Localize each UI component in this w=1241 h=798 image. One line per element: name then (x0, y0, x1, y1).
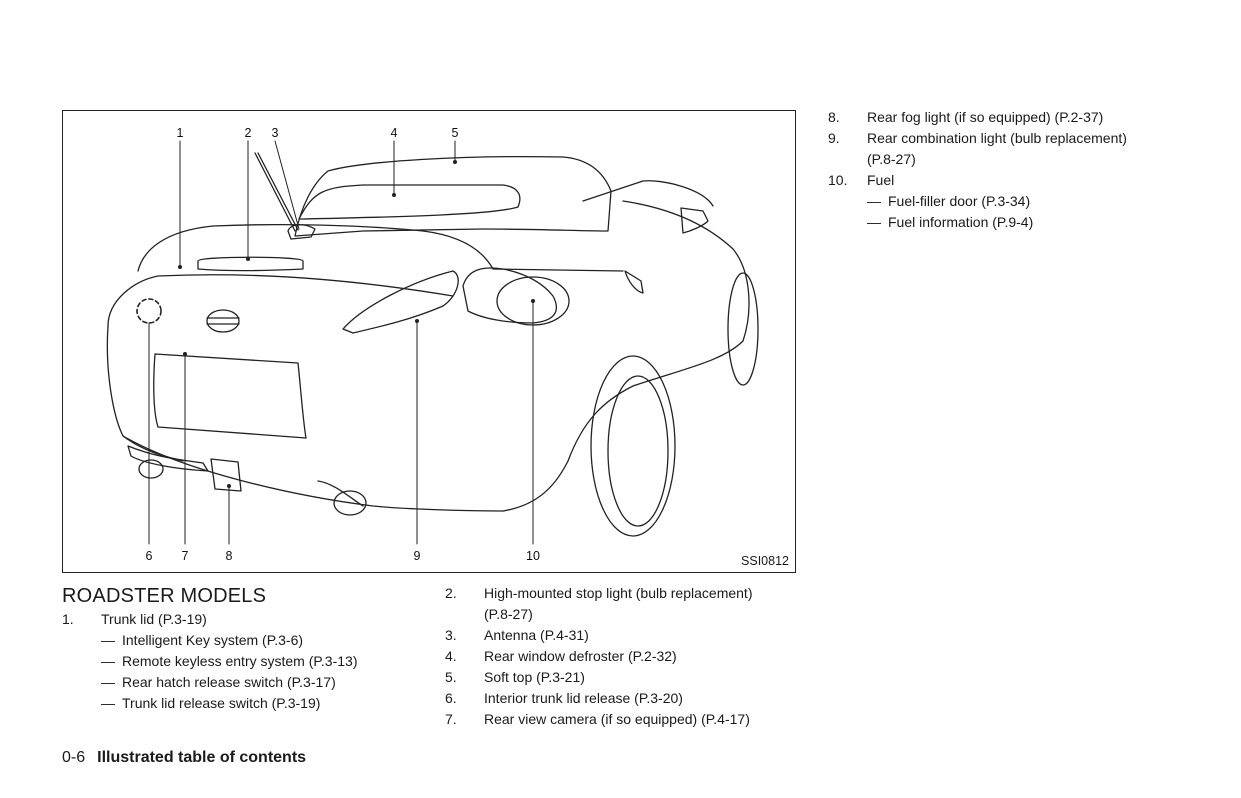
left-list: 1. Trunk lid (P.3-19) — Intelligent Key s… (62, 609, 422, 714)
list-item: 8. Rear fog light (if so equipped) (P.2-3… (828, 107, 1208, 128)
item-number: 2. (445, 585, 457, 601)
dash: — (867, 214, 881, 230)
item-number: 9. (828, 130, 840, 146)
item-number: 3. (445, 627, 457, 643)
dash: — (867, 193, 881, 209)
figure-code: SSI0812 (741, 554, 789, 568)
callout-5: 5 (451, 126, 459, 140)
item-label: Soft top (P.3-21) (484, 669, 585, 685)
sub-item-label: Intelligent Key system (P.3-6) (122, 632, 304, 648)
item-label: Interior trunk lid release (P.3-20) (484, 690, 683, 706)
item-label: Fuel (867, 172, 895, 188)
item-label: Rear fog light (if so equipped) (P.2-37) (867, 109, 1104, 125)
callout-8: 8 (225, 549, 233, 563)
callout-4: 4 (390, 126, 398, 140)
list-item: 9. Rear combination light (bulb replacem… (828, 128, 1208, 170)
callout-6: 6 (145, 549, 153, 563)
list-item: 3. Antenna (P.4-31) (445, 625, 805, 646)
list-item: 4. Rear window defroster (P.2-32) (445, 646, 805, 667)
middle-list: 2. High-mounted stop light (bulb replace… (445, 583, 805, 730)
item-label: Antenna (P.4-31) (484, 627, 589, 643)
callout-7: 7 (181, 549, 189, 563)
item-label: Rear view camera (if so equipped) (P.4-1… (484, 711, 750, 727)
dash: — (101, 632, 115, 648)
item-label: Rear window defroster (P.2-32) (484, 648, 677, 664)
item-number: 6. (445, 690, 457, 706)
sub-item: — Trunk lid release switch (P.3-19) (62, 693, 422, 714)
sub-item-label: Trunk lid release switch (P.3-19) (122, 695, 321, 711)
item-label-continued: (P.8-27) (484, 606, 533, 622)
item-number: 8. (828, 109, 840, 125)
item-number: 10. (828, 172, 848, 188)
page-number: 0-6 (62, 749, 86, 766)
list-item: 10. Fuel (828, 170, 1208, 191)
callout-3: 3 (271, 126, 279, 140)
item-number: 1. (62, 611, 74, 627)
callout-10: 10 (526, 549, 540, 563)
roadster-rear-drawing (106, 140, 759, 545)
list-item: 6. Interior trunk lid release (P.3-20) (445, 688, 805, 709)
sub-item: — Intelligent Key system (P.3-6) (62, 630, 422, 651)
dash: — (101, 695, 115, 711)
item-label-continued: (P.8-27) (867, 151, 916, 167)
sub-item-label: Remote keyless entry system (P.3-13) (122, 653, 358, 669)
sub-item: — Rear hatch release switch (P.3-17) (62, 672, 422, 693)
section-heading: ROADSTER MODELS (62, 585, 267, 607)
callout-1: 1 (176, 126, 184, 140)
item-number: 4. (445, 648, 457, 664)
sub-item-label: Fuel information (P.9-4) (888, 214, 1034, 230)
dash: — (101, 653, 115, 669)
sub-item: — Fuel-filler door (P.3-34) (828, 191, 1208, 212)
sub-item-label: Fuel-filler door (P.3-34) (888, 193, 1031, 209)
page-footer: 0-6 Illustrated table of contents (62, 749, 306, 767)
sub-item: — Remote keyless entry system (P.3-13) (62, 651, 422, 672)
list-item: 7. Rear view camera (if so equipped) (P.4… (445, 709, 805, 730)
right-list: 8. Rear fog light (if so equipped) (P.2-3… (828, 107, 1208, 233)
sub-item: — Fuel information (P.9-4) (828, 212, 1208, 233)
callout-2: 2 (244, 126, 252, 140)
item-label: Trunk lid (P.3-19) (101, 611, 207, 627)
footer-section-title: Illustrated table of contents (97, 749, 307, 766)
callout-9: 9 (413, 549, 421, 563)
item-label: Rear combination light (bulb replacement… (867, 130, 1127, 146)
item-number: 5. (445, 669, 457, 685)
item-label: High-mounted stop light (bulb replacemen… (484, 585, 753, 601)
dash: — (101, 674, 115, 690)
list-item: 5. Soft top (P.3-21) (445, 667, 805, 688)
sub-item-label: Rear hatch release switch (P.3-17) (122, 674, 336, 690)
list-item: 2. High-mounted stop light (bulb replace… (445, 583, 805, 625)
car-rear-illustration: 1 2 3 4 5 6 7 8 9 10 SSI0812 (62, 110, 796, 573)
item-number: 7. (445, 711, 457, 727)
list-item: 1. Trunk lid (P.3-19) (62, 609, 422, 630)
